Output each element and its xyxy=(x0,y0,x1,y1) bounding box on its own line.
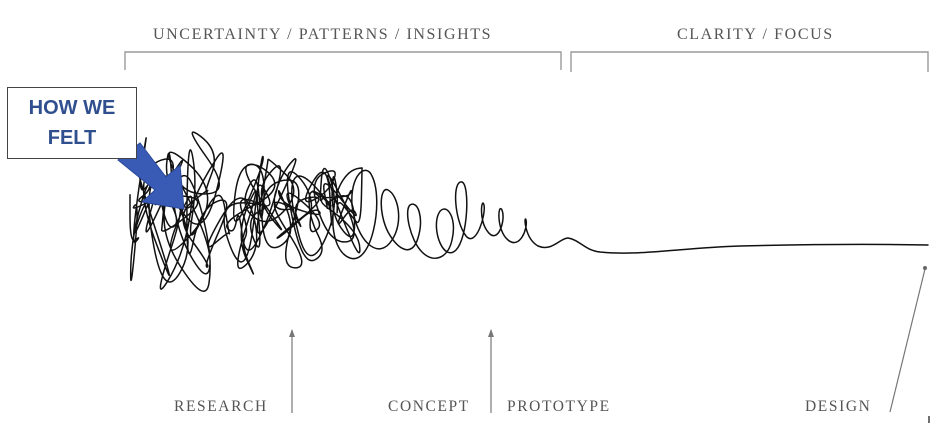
phase-label-uncertainty: UNCERTAINTY / PATTERNS / INSIGHTS xyxy=(153,26,492,43)
stage-label-concept: CONCEPT xyxy=(388,398,470,415)
design-arrow-dot xyxy=(923,266,927,270)
prototype-arrow-head xyxy=(488,329,494,337)
bracket-clarity xyxy=(570,51,929,72)
callout-arrow-icon xyxy=(117,142,185,210)
callout-text: HOW WE FELT xyxy=(28,97,116,149)
squiggle-chaotic-part xyxy=(129,131,363,292)
how-we-felt-callout: HOW WE FELT xyxy=(7,87,137,159)
stage-label-design: DESIGN xyxy=(805,398,871,415)
design-arrow-line xyxy=(889,268,926,413)
phase-label-clarity: CLARITY / FOCUS xyxy=(677,26,834,43)
design-squiggle xyxy=(129,131,929,292)
research-arrow-head xyxy=(289,329,295,337)
stage-label-prototype: PROTOTYPE xyxy=(507,398,611,415)
squiggle-calming-part xyxy=(332,167,929,260)
bracket-uncertainty xyxy=(124,51,562,70)
stage-label-research: RESEARCH xyxy=(174,398,268,415)
